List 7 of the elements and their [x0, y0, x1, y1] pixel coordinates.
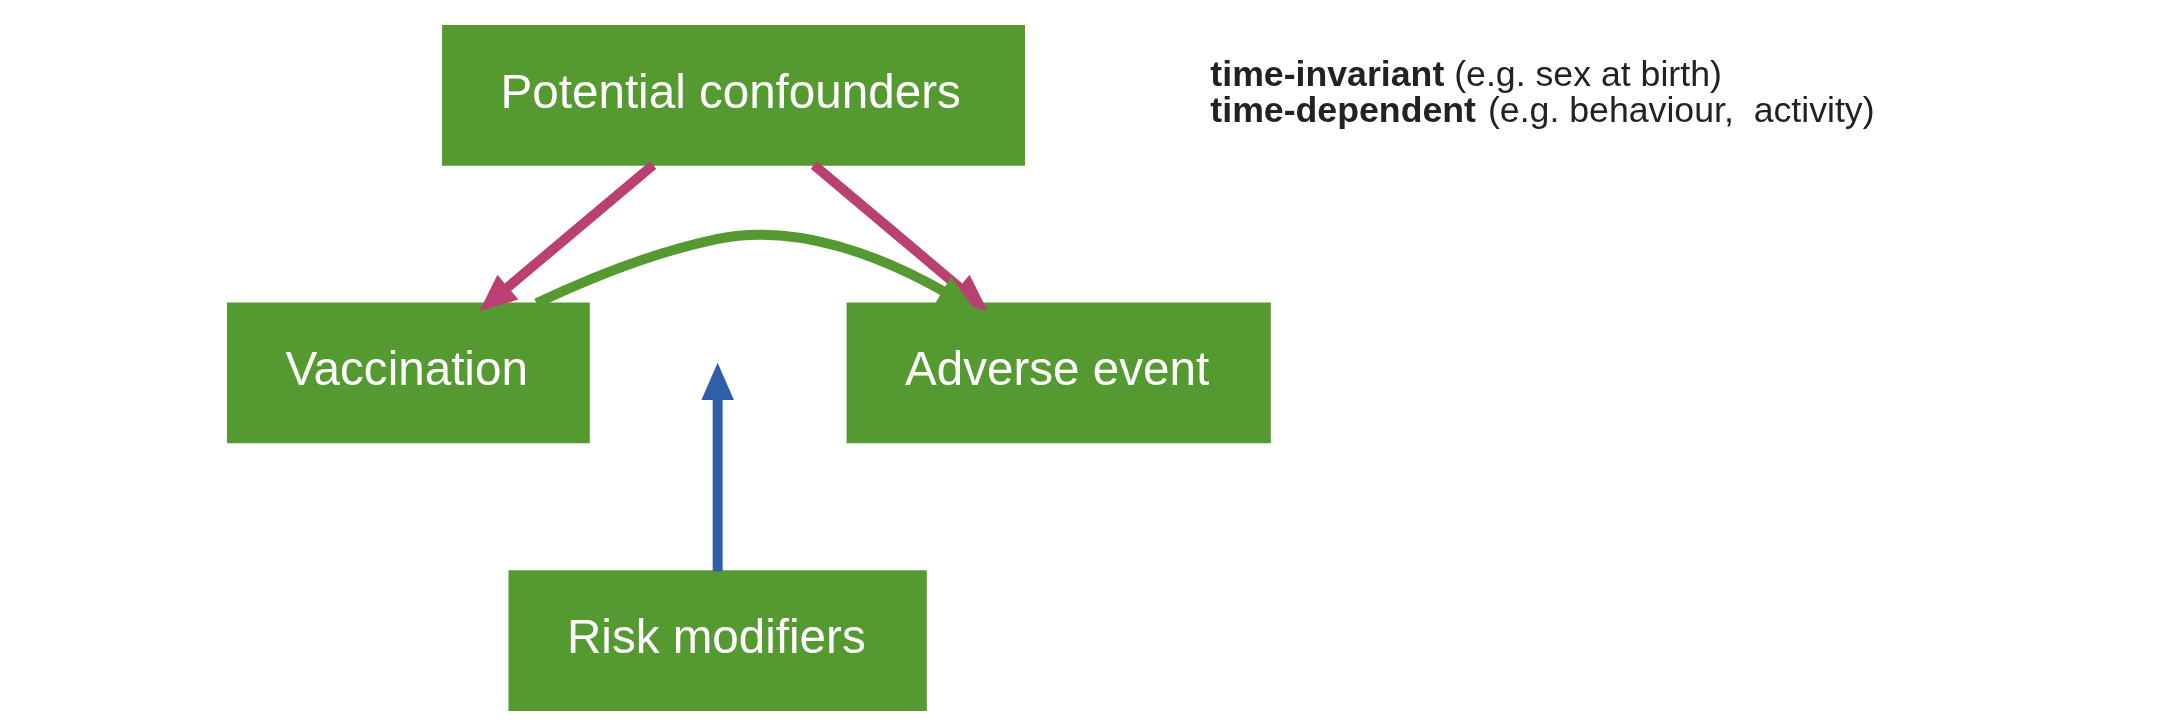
arrow	[533, 229, 975, 310]
node-box: Adverse event	[846, 302, 1271, 444]
node-box: Potential confounders	[441, 24, 1025, 166]
arrow	[700, 362, 734, 572]
node-box: Risk modifiers	[508, 570, 927, 711]
arrow	[478, 161, 656, 312]
node-box: Vaccination	[226, 302, 590, 444]
